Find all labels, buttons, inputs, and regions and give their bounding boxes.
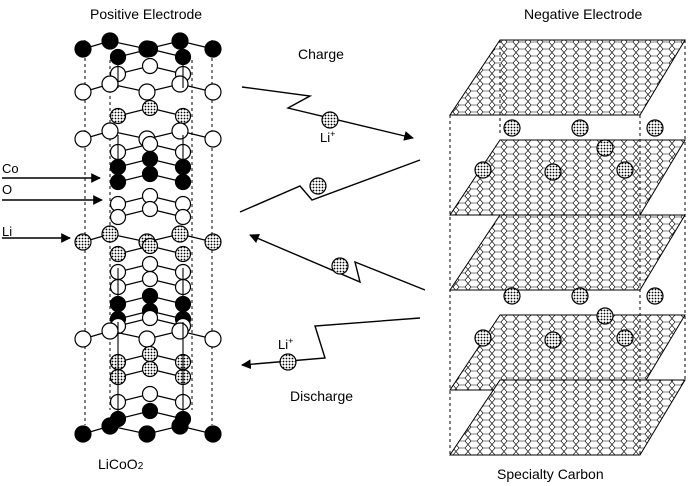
oxygen-atom [141, 270, 159, 288]
cobalt-atom [204, 425, 222, 443]
legend-o-label: O [2, 182, 13, 197]
lithium-atom [474, 329, 492, 347]
li-ion-label-charge: Li+ [320, 129, 336, 145]
oxygen-atom [171, 322, 189, 340]
oxygen-atom [204, 330, 222, 348]
lithium-atom [503, 287, 521, 305]
cobalt-atom [141, 287, 159, 305]
graphite-sheet [449, 314, 686, 391]
cobalt-atom [171, 32, 189, 50]
cobalt-atom [141, 165, 159, 183]
anode-structure [449, 39, 686, 456]
oxygen-atom [141, 255, 159, 273]
lithium-atom [571, 287, 589, 305]
cobalt-atom [141, 402, 159, 420]
oxygen-atom [171, 122, 189, 140]
cathode-formula-subscript: 2 [137, 461, 144, 472]
lithium-atom [141, 345, 159, 363]
lithium-atom [141, 360, 159, 378]
charge-arrow [241, 86, 414, 141]
cathode-formula-base: LiCoO [98, 456, 138, 472]
positive-electrode-title: Positive Electrode [90, 6, 203, 22]
oxygen-atom [74, 83, 92, 101]
cobalt-atom [101, 32, 119, 50]
discharge-label: Discharge [290, 388, 354, 404]
lithium-atom [74, 233, 92, 251]
lithium-atom [474, 161, 492, 179]
lithium-ion [321, 111, 339, 129]
oxygen-atom [101, 122, 119, 140]
cobalt-atom [74, 425, 92, 443]
lithium-atom [174, 107, 192, 125]
oxygen-atom [171, 75, 189, 93]
oxygen-atom [101, 75, 119, 93]
lithium-atom [544, 331, 562, 349]
oxygen-atom [138, 83, 156, 101]
cobalt-atom [101, 417, 119, 435]
oxygen-atom [141, 385, 159, 403]
oxygen-atom [141, 135, 159, 153]
cobalt-atom [141, 150, 159, 168]
lithium-atom [596, 139, 614, 157]
discharge-arrow [241, 317, 421, 370]
legend-co-label: Co [2, 161, 19, 176]
ion-arrows [2, 86, 426, 371]
lithium-atom [204, 233, 222, 251]
lithium-atom [109, 107, 127, 125]
oxygen-atom [109, 208, 127, 226]
lithium-atom [141, 237, 159, 255]
negative-electrode-title: Negative Electrode [524, 6, 643, 22]
lithium-ion [331, 257, 349, 275]
oxygen-atom [141, 309, 159, 327]
cobalt-atom [204, 40, 222, 58]
legend-li-label: Li [2, 224, 13, 239]
lithium-atom [171, 225, 189, 243]
lithium-ion [309, 177, 327, 195]
charge-label: Charge [298, 46, 344, 62]
oxygen-atom [174, 208, 192, 226]
oxygen-atom [101, 322, 119, 340]
graphite-sheet [449, 39, 686, 116]
cobalt-atom [141, 40, 159, 58]
lithium-atom [109, 245, 127, 263]
lithium-atom [616, 161, 634, 179]
cathode-material-label: LiCoO2 [98, 457, 143, 472]
lithium-atom [596, 307, 614, 325]
cobalt-atom [171, 417, 189, 435]
oxygen-atom [74, 330, 92, 348]
cobalt-atom [74, 40, 92, 58]
oxygen-atom [74, 130, 92, 148]
oxygen-atom [138, 330, 156, 348]
cobalt-atom [138, 425, 156, 443]
lithium-atom [646, 119, 664, 137]
lithium-atom [174, 245, 192, 263]
li-ion-label-discharge: Li+ [278, 336, 294, 352]
oxygen-atom [141, 200, 159, 218]
lithium-atom [141, 99, 159, 117]
lithium-atom [646, 287, 664, 305]
discharge-arrow [249, 233, 426, 291]
oxygen-atom [204, 83, 222, 101]
lithium-atom [544, 163, 562, 181]
lithium-atom [571, 119, 589, 137]
graphite-sheet [449, 379, 686, 456]
cathode-structure [74, 32, 222, 443]
lithium-ion [279, 353, 297, 371]
graphite-sheet [449, 214, 686, 291]
oxygen-atom [141, 57, 159, 75]
lithium-atom [503, 119, 521, 137]
lithium-atom [616, 329, 634, 347]
charge-arrow [239, 159, 421, 213]
anode-material-label: Specialty Carbon [497, 466, 604, 482]
lithium-atom [101, 225, 119, 243]
oxygen-atom [204, 130, 222, 148]
